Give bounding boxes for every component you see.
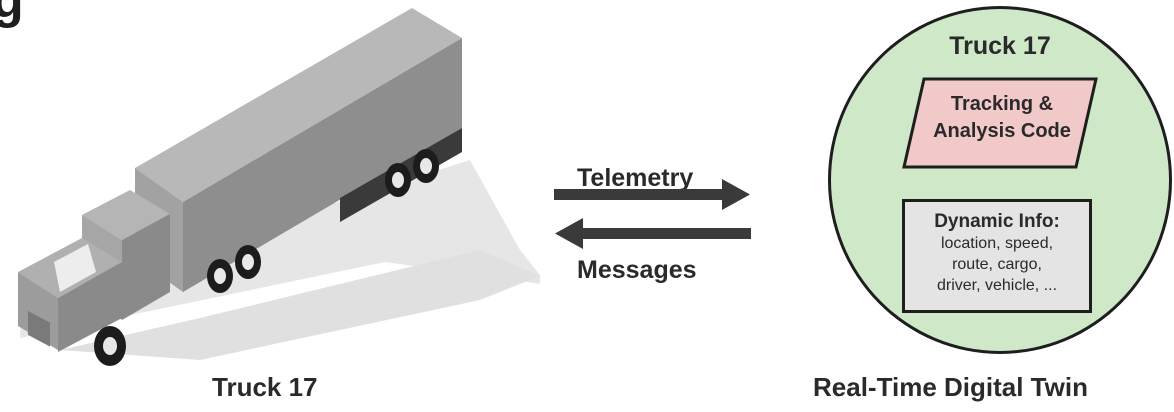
dynamic-info-title: Dynamic Info:	[934, 211, 1060, 232]
messages-arrow	[555, 218, 751, 249]
heading-fragment: g	[0, 0, 24, 29]
wheel-trailer-1	[385, 163, 411, 197]
tracking-code-box: Tracking & Analysis Code	[902, 76, 1098, 170]
grille	[28, 310, 50, 347]
dynamic-info-line: route, cargo,	[952, 256, 1042, 273]
wheel-cab-rear-1	[207, 259, 233, 293]
code-box-shape	[902, 77, 1098, 169]
windshield	[54, 244, 96, 292]
telemetry-label: Telemetry	[577, 164, 694, 192]
dynamic-info-line: location, speed,	[940, 235, 1054, 252]
twin-title: Truck 17	[949, 32, 1051, 60]
messages-label: Messages	[577, 256, 697, 284]
trailer-top	[135, 8, 462, 202]
truck-caption: Truck 17	[212, 372, 318, 402]
ground-shadow-main	[60, 250, 540, 360]
cab-front	[122, 214, 170, 320]
cab-hood-front	[58, 262, 122, 352]
communication-arrows	[554, 179, 751, 249]
code-box-line-2: Analysis Code	[933, 120, 1071, 142]
code-box-line-1: Tracking &	[950, 93, 1054, 115]
dynamic-info-line: driver, vehicle, ...	[936, 277, 1058, 294]
cab-top	[82, 190, 170, 240]
dynamic-info-box: Dynamic Info: location, speed, route, ca…	[902, 199, 1092, 313]
wheel-cab-rear-2	[235, 245, 261, 279]
trailer-front	[183, 38, 462, 292]
truck-illustration	[18, 8, 540, 366]
wheel-front	[94, 326, 126, 366]
twin-caption: Real-Time Digital Twin	[813, 372, 1088, 402]
wheel-trailer-2	[413, 149, 439, 183]
telemetry-arrow	[554, 179, 750, 210]
